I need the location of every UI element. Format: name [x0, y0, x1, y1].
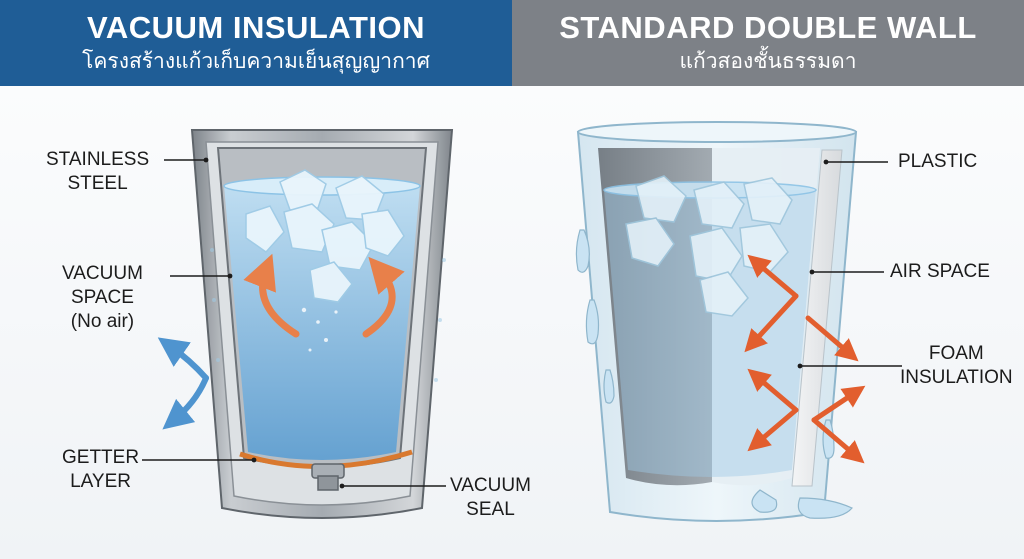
convection-arrow-left — [243, 253, 300, 338]
inner-wall-dark — [598, 148, 712, 486]
vacuum-subtitle: โครงสร้างแก้วเก็บความเย็นสุญญากาศ — [82, 50, 430, 73]
convection-arrow-right — [362, 256, 405, 338]
label-foam-insulation: FOAM INSULATION — [900, 343, 1013, 388]
double-wall-cup — [575, 121, 866, 522]
vacuum-cup — [157, 129, 454, 519]
double-wall-subtitle: แก้วสองชั้นธรรมดา — [679, 50, 857, 73]
double-wall-ice — [625, 175, 793, 317]
double-wall-header: STANDARD DOUBLE WALL แก้วสองชั้นธรรมดา — [512, 0, 1024, 86]
foam-layer — [791, 149, 843, 487]
inner-wall-light — [712, 148, 820, 486]
vacuum-seal-plug — [311, 463, 345, 491]
frost-speckles — [210, 248, 446, 382]
double-wall-title: STANDARD DOUBLE WALL — [559, 10, 977, 45]
label-stainless-steel: STAINLESS STEEL — [46, 149, 150, 194]
vacuum-title: VACUUM INSULATION — [87, 10, 425, 45]
vacuum-header: VACUUM INSULATION โครงสร้างแก้วเก็บความเ… — [0, 0, 512, 86]
heat-arrows — [744, 254, 866, 464]
label-air-space: AIR SPACE — [890, 261, 990, 282]
ice-cubes — [245, 169, 405, 303]
condensation-drips — [575, 229, 853, 519]
cold-deflect-arrow-down — [162, 375, 209, 430]
label-getter-layer: GETTER LAYER — [62, 447, 140, 492]
label-plastic: PLASTIC — [898, 151, 978, 172]
cold-deflect-arrow-up — [157, 337, 209, 381]
label-vacuum-seal: VACUUM SEAL — [450, 475, 531, 520]
label-vacuum-space: VACUUM SPACE (No air) — [62, 263, 143, 332]
